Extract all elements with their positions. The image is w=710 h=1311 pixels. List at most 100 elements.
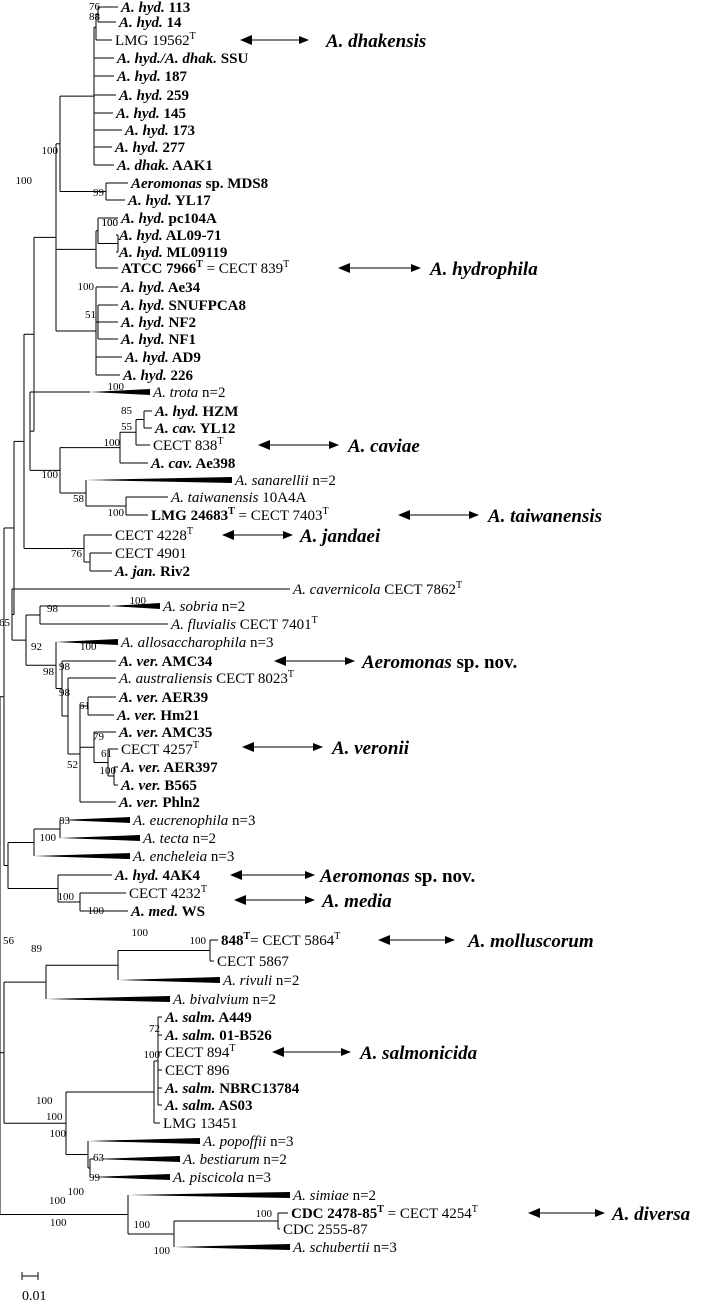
bootstrap-value: 100 (42, 145, 59, 157)
bootstrap-value: 100 (154, 1245, 171, 1257)
arrow-head (274, 656, 286, 666)
bootstrap-value: 76 (71, 548, 83, 560)
taxon-label: A. salm. A449 (164, 1010, 252, 1026)
taxon-label: A. ver. B565 (120, 778, 197, 794)
taxon-label: A. hyd. 14 (118, 15, 182, 31)
bootstrap-value: 100 (132, 927, 149, 939)
tree-branches (0, 6, 290, 1247)
species-callout-label: Aeromonas sp. nov. (361, 652, 517, 673)
bootstrap-value: 100 (130, 595, 147, 607)
arrow-head (378, 935, 390, 945)
bootstrap-value: 100 (49, 1195, 66, 1207)
collapsed-clade-triangle (94, 1156, 180, 1162)
taxon-label: A. australiensis CECT 8023T​ (118, 669, 294, 687)
bootstrap-value: 100 (104, 437, 121, 449)
bootstrap-value: 98 (59, 661, 71, 673)
taxon-label: CECT 4232T​ (129, 884, 207, 902)
taxon-label: A. hyd. YL17 (127, 193, 211, 209)
bootstrap-value: 72 (149, 1023, 160, 1035)
bootstrap-value: 89 (31, 943, 43, 955)
taxon-label: A. hyd. 113 (120, 0, 190, 16)
taxon-label: 848T​= CECT 5864T​ (221, 931, 340, 949)
bootstrap-value: 79 (93, 731, 105, 743)
annotation-arrows (222, 35, 605, 1218)
taxon-label: A. trota n=2 (152, 385, 226, 401)
bootstrap-value: 100 (42, 469, 59, 481)
taxon-label: A. simiae n=2 (292, 1188, 376, 1204)
collapsed-clade-triangle (88, 1138, 200, 1144)
bootstrap-value: 88 (89, 11, 101, 23)
collapsed-clade-triangle (60, 835, 140, 841)
taxon-label: A. med. WS (130, 904, 205, 920)
taxon-label: A. eucrenophila n=3 (132, 813, 255, 829)
taxon-label: A. hyd. 145 (115, 106, 186, 122)
scale-bar-label: 0.01 (22, 1289, 47, 1304)
arrow-head (398, 510, 410, 520)
taxon-label: A. allosaccharophila n=3 (120, 635, 274, 651)
bootstrap-value: 100 (108, 507, 125, 519)
taxon-label: CDC 2478-85T​ = CECT 4254T​ (291, 1204, 478, 1222)
species-callout-label: A. molluscorum (467, 931, 594, 952)
species-callout-label: A. jandaei (299, 526, 381, 547)
bootstrap-value: 100 (80, 641, 97, 653)
species-callout-label: A. media (321, 891, 392, 912)
bootstrap-value: 100 (102, 217, 119, 229)
collapsed-clade-triangle (90, 389, 150, 395)
bootstrap-value: 100 (88, 905, 105, 917)
taxon-label: A. hyd. NF1 (120, 332, 196, 348)
arrow-head (222, 530, 234, 540)
collapsed-clade-triangle (60, 817, 130, 823)
taxon-label: A. hyd. 277 (114, 140, 186, 156)
collapsed-clade-triangle (110, 603, 160, 609)
arrow-head (240, 35, 252, 45)
taxon-label: LMG 19562T​ (115, 31, 196, 49)
taxon-label: A. schubertii n=3 (292, 1240, 397, 1256)
arrow-head (528, 1208, 540, 1218)
bootstrap-value: 100 (50, 1217, 67, 1229)
taxon-label: CDC 2555-87 (283, 1222, 368, 1238)
bootstrap-value: 51 (85, 309, 96, 321)
taxon-label: CECT 4901 (115, 546, 187, 562)
collapsed-clade-triangle (46, 996, 170, 1002)
collapsed-clade-triangle (86, 477, 232, 483)
taxon-label: A. hyd. 226 (122, 368, 194, 384)
bootstrap-value: 98 (47, 603, 59, 615)
taxon-label: A. encheleia n=3 (132, 849, 234, 865)
bootstrap-value: 100 (134, 1219, 151, 1231)
taxon-label: A. salm. AS03 (164, 1098, 253, 1114)
scale-bar: 0.01 (21, 1272, 47, 1304)
bootstrap-value: 99 (93, 187, 105, 199)
taxon-label: A. hyd. 4AK4 (114, 868, 201, 884)
bootstrap-value: 52 (67, 759, 78, 771)
collapsed-clade-triangle (174, 1244, 290, 1250)
taxon-label: A. cav. YL12 (154, 421, 236, 437)
bootstrap-value: 61 (79, 700, 90, 712)
taxon-label: A. ver. Hm21 (116, 708, 200, 724)
taxon-label: CECT 896 (165, 1063, 230, 1079)
taxon-label: CECT 4257T​ (121, 740, 199, 758)
collapsed-clade-triangle (118, 977, 220, 983)
taxon-label: A. hyd. ML09119 (118, 245, 227, 261)
species-callout-label: A. diversa (611, 1204, 691, 1225)
bootstrap-value: 100 (100, 765, 117, 777)
bootstrap-value: 83 (59, 815, 71, 827)
taxon-label: A. taiwanensis 10A4A (170, 490, 307, 506)
taxon-label: A. hyd./A. dhak. SSU (116, 51, 248, 67)
taxon-label: A. sobria n=2 (162, 599, 245, 615)
bootstrap-value: 100 (50, 1128, 67, 1140)
taxon-label: A. ver. AER39 (118, 690, 208, 706)
taxon-label: A. hyd. 173 (124, 123, 195, 139)
bootstrap-value: 100 (36, 1095, 53, 1107)
bootstrap-value: 55 (121, 421, 133, 433)
bootstrap-value: 100 (190, 935, 207, 947)
taxon-label: A. popoffii n=3 (202, 1134, 294, 1150)
taxon-label: A. piscicola n=3 (172, 1170, 271, 1186)
bootstrap-values: 7688991001001001005110085551001005810010… (0, 1, 273, 1257)
bootstrap-value: 63 (93, 1152, 105, 1164)
bootstrap-value: 100 (144, 1049, 161, 1061)
arrow-head (234, 895, 246, 905)
arrow-head (242, 742, 254, 752)
bootstrap-value: 98 (59, 687, 71, 699)
taxon-label: A. tecta n=2 (142, 831, 216, 847)
